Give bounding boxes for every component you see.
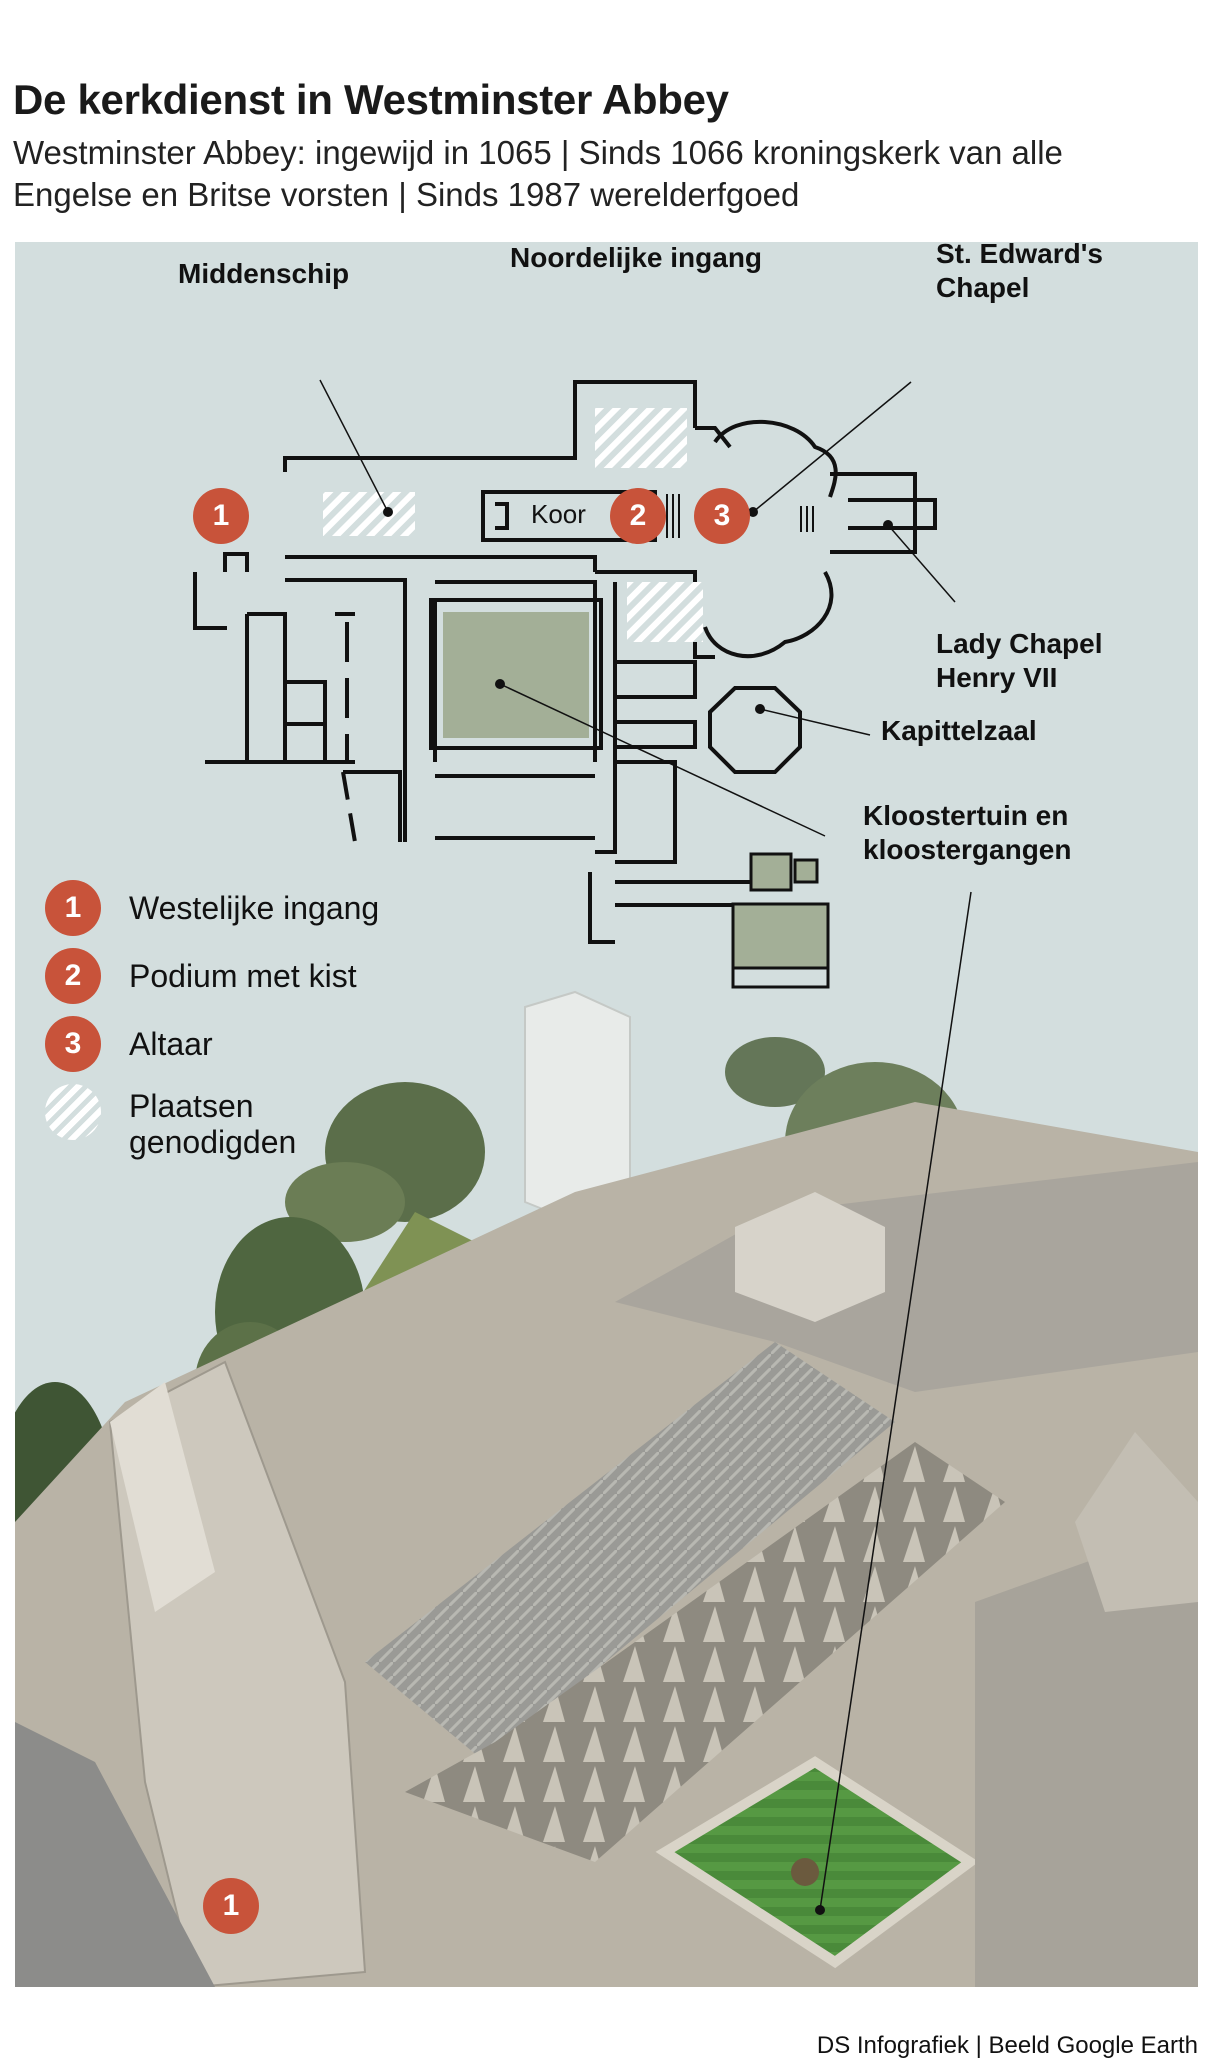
photo-marker-1: 1 [203,1878,259,1934]
plan-marker-2: 2 [610,488,666,544]
cloister-garden [443,612,589,738]
legend-item-3: 3 Altaar [45,1016,465,1076]
label-koor: Koor [531,499,586,529]
label-lady-chapel: Lady Chapel Henry VII [936,628,1103,693]
page-subtitle: Westminster Abbey: ingewijd in 1065 | Si… [13,134,1063,213]
transept-roof [615,1162,1198,1392]
plan-marker-3: 3 [694,488,750,544]
legend-item-guests: Plaatsen genodigden [45,1084,465,1174]
legend-text: Podium met kist [129,958,357,994]
label-kloostertuin: Kloostertuin en kloostergangen [863,800,1072,865]
plan-walls [193,380,937,944]
street [15,1722,215,1987]
floor-plan [193,379,972,1915]
leader-dots [383,507,893,1915]
leader-lines [319,379,972,1911]
infographic-panel: Middenschip Noordelijke ingang St. Edwar… [15,242,1198,1987]
cloister-garth [655,1756,979,1969]
legend-item-2: 2 Podium met kist [45,948,465,1008]
guest-seating-areas [323,408,703,642]
legend-badge: 3 [45,1016,101,1072]
label-st-edwards-chapel: St. Edward's Chapel [936,242,1103,303]
credit: DS Infografiek | Beeld Google Earth [816,2032,1198,2059]
east-buildings [975,1522,1198,1987]
nave-roof [365,1342,895,1762]
legend-badge: 1 [45,880,101,936]
label-middenschip: Middenschip [178,258,350,289]
aerial-photo [15,990,1198,1987]
southern-garden-blocks [731,852,830,989]
plan-marker-1: 1 [193,488,249,544]
label-kapittelzaal: Kapittelzaal [881,715,1037,746]
altar-steps [666,494,814,538]
garth-fountain [791,1858,819,1886]
page-title: De kerkdienst in Westminster Abbey [13,76,729,123]
legend-text: Altaar [129,1026,213,1062]
buttresses [405,1442,1005,1862]
west-tower-left [110,1382,215,1612]
legend-item-1: 1 Westelijke ingang [45,880,465,940]
label-noordelijke-ingang: Noordelijke ingang [510,242,763,273]
chapter-roof [1075,1432,1198,1612]
legend-badge: 2 [45,948,101,1004]
hatch-swatch [45,1084,101,1140]
legend-text: Westelijke ingang [129,890,380,926]
legend-text: Plaatsen genodigden [129,1088,297,1160]
lantern-tower [735,1192,885,1322]
